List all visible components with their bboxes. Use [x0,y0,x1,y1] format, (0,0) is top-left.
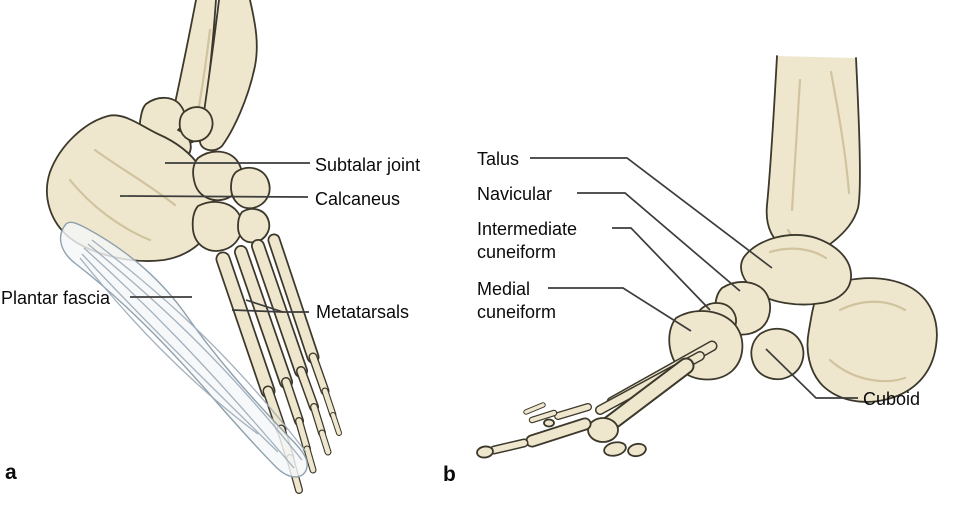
label-talus: Talus [477,149,520,169]
cuboid-bone-b [750,327,805,380]
phalanx-segment [491,440,527,453]
label-medial-cuneiform: Medial cuneiform [477,279,557,322]
big-toe-tip [476,445,494,459]
talus-shading-b [768,247,828,260]
phalanx-segment [309,353,329,395]
talus-process-bone [178,106,214,143]
intermediate-cuneiform-leader-line [612,227,711,311]
phalanx-segment [331,413,341,435]
phalanx-segment [297,367,318,411]
metatarsal-bones-a [215,233,320,399]
calcaneus-shading-1 [93,148,177,207]
label-intermediate-cuneiform: Intermediate cuneiform [477,219,578,262]
calcaneus-shading-2 [68,178,152,242]
talus-leader-line [530,157,773,269]
leader-lines [119,157,858,399]
label-subtalar-joint: Subtalar joint [315,155,421,175]
tibia-shading-b [790,78,802,212]
phalanx-segment [311,404,325,436]
panel-b-letter: b [443,463,456,486]
phalanx-segment [304,446,316,473]
cuboid-leader-line [765,348,858,399]
cuboid-bone-a [191,201,243,252]
label-navicular: Navicular [477,184,553,204]
fascia-fiber [81,253,279,453]
first-metatarsal-segment [597,359,693,435]
fascia-fiber [87,243,303,461]
metatarsals-leader-branch [231,309,284,313]
phalanx-tip [543,418,555,428]
phalanx-bones-b [476,402,592,459]
phalanx-segment [529,410,557,423]
sesamoid-bone [603,441,627,457]
calcaneus-shading-b1 [838,300,907,312]
calcaneus-bone-a [46,114,215,262]
phalanx-segment [264,387,285,433]
panel-a-illustration [46,0,342,494]
label-cuboid: Cuboid [863,389,921,409]
calcaneus-shading-b2 [828,358,907,383]
plantar-fascia-fibers [79,239,307,469]
phalanx-segment [322,388,336,418]
tibia-bone-b [765,55,861,253]
navicular-leader-line [577,192,741,292]
calcaneus-leader-line [119,195,309,198]
metatarsal-segment [252,240,307,377]
fascia-fiber [79,257,259,435]
metatarsal-segment [217,253,274,397]
fascia-fiber [91,239,307,453]
phalanx-segment [296,418,310,452]
medial-cuneiform-leader-line [548,287,692,332]
fibula-line-b [829,70,851,195]
phalanx-segment [527,419,590,446]
metatarsal-segment [235,246,292,388]
sesamoid-bone [627,442,647,458]
phalanx-segment [524,403,545,414]
panel-a-letter: a [5,461,17,484]
label-metatarsals: Metatarsals [316,302,410,322]
plantar-fascia-tissue [59,221,308,478]
fascia-fiber [83,247,295,469]
tibia-bone [199,0,258,152]
label-plantar-fascia: Plantar fascia [1,288,111,308]
phalanx-segment [555,404,591,419]
metatarsal-bones-b [587,340,718,443]
first-metatarsal-head [587,417,619,443]
cuneiform-bone-a [230,166,271,210]
label-calcaneus: Calcaneus [315,189,401,209]
phalanx-segment [319,430,331,455]
metatarsal-segment [269,235,318,362]
tarsal-bone-a [237,208,271,244]
phalanx-segment [282,378,303,425]
